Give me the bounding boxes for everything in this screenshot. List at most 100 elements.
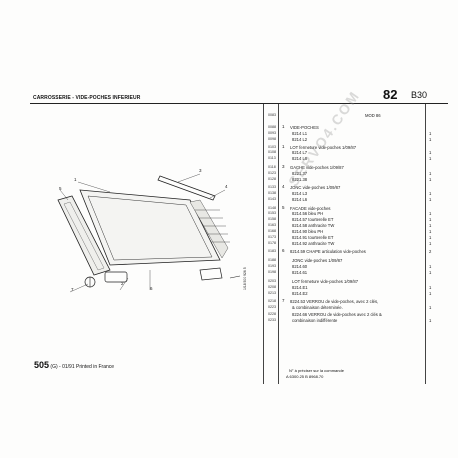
row-ref-number: 0178 <box>268 241 276 245</box>
row-ref-number: 0223 <box>268 305 276 309</box>
exploded-glovebox-drawing <box>57 173 241 293</box>
row-description: VIDE-POCHES <box>290 125 319 130</box>
row-ref-number: 0168 <box>268 229 276 233</box>
row-ref-number: 0198 <box>268 270 276 274</box>
row-quantity: 1 <box>429 191 432 196</box>
row-quantity: 1 <box>429 235 432 240</box>
row-description: 8214.92 anthracite TW <box>292 241 335 246</box>
row-ref-number: 0153 <box>268 211 276 215</box>
row-quantity: 1 <box>429 305 432 310</box>
page-code: B30 <box>411 90 428 100</box>
row-item-number: 3 <box>282 164 285 169</box>
row-description: 8214 L6 <box>292 197 308 202</box>
callout-2: 2 <box>121 281 124 286</box>
row-ref-number: 0093 <box>268 131 276 135</box>
row-description: 8214 L2 <box>292 137 308 142</box>
order-ref: A 6300.25 B 8968.70 <box>286 374 324 379</box>
row-ref-number: 0088 <box>268 125 276 129</box>
callout-4: 4 <box>225 184 228 189</box>
row-quantity: 1 <box>429 131 432 136</box>
row-description: MOD 86 <box>365 113 381 118</box>
row-ref-number: 0143 <box>268 197 276 201</box>
row-ref-number: 0128 <box>268 177 276 181</box>
row-quantity: 1 <box>429 223 432 228</box>
drawing-latch <box>199 267 223 281</box>
row-ref-number: 0118 <box>268 165 276 169</box>
row-quantity: 1 <box>429 318 432 323</box>
row-item-number: 1 <box>282 144 285 149</box>
row-ref-number: 0233 <box>268 318 276 322</box>
drawing-rib-panel <box>189 199 230 259</box>
order-note: N° à préciser sur la commande <box>289 368 344 373</box>
drawing-lock <box>104 271 128 283</box>
row-ref-number: 0103 <box>268 145 276 149</box>
row-description: 8214 L3 <box>292 191 308 196</box>
drawing-hinge-rail <box>157 175 216 201</box>
row-ref-number: 0193 <box>268 264 276 268</box>
row-quantity: 2 <box>429 249 432 254</box>
vertical-code: 1/18 500 926 5 <box>243 267 247 290</box>
row-ref-number: 0158 <box>268 217 276 221</box>
row-quantity: 1 <box>429 150 432 155</box>
column-divider-mid <box>278 104 279 384</box>
row-description: 8214.61 <box>292 270 308 275</box>
row-quantity: 1 <box>429 171 432 176</box>
callout-7: 7 <box>71 287 74 292</box>
row-description: & combinaison déterminée. <box>292 305 343 310</box>
row-description: LOT fermeture vide-poches 1/09/87 <box>292 279 359 284</box>
row-description: 8214.57 tourterelle ET <box>292 217 334 222</box>
row-ref-number: 0163 <box>268 223 276 227</box>
row-description: 8214.90 bleu PH <box>292 229 324 234</box>
row-description: 8214.E1 <box>292 285 308 290</box>
header-rule <box>30 103 448 104</box>
row-quantity: 1 <box>429 270 432 275</box>
row-ref-number: 0188 <box>268 258 276 262</box>
row-ref-number: 0148 <box>268 206 276 210</box>
row-ref-number: 0208 <box>268 285 276 289</box>
row-ref-number: 0213 <box>268 291 276 295</box>
row-quantity: 1 <box>429 211 432 216</box>
row-quantity: 1 <box>429 264 432 269</box>
row-item-number: 6 <box>282 248 285 253</box>
row-description: JONC vide-poches 1/09/87 <box>292 258 343 263</box>
row-ref-number: 0123 <box>268 171 276 175</box>
callout-1: 1 <box>74 177 77 182</box>
row-description: 8214.56 bleu PH <box>292 211 324 216</box>
row-ref-number: 0133 <box>268 185 276 189</box>
page-footer: 505 (G) - 01/91 Printed in France <box>34 360 114 370</box>
row-description: 8224.53 VERROU de vide-poches, avec 2 cl… <box>290 299 379 304</box>
row-quantity: 1 <box>429 291 432 296</box>
row-description: 8221.38 <box>292 177 308 182</box>
column-divider-left <box>263 104 264 384</box>
row-quantity: 1 <box>429 229 432 234</box>
row-description: 8214 L7 <box>292 150 308 155</box>
row-quantity: 1 <box>429 156 432 161</box>
row-ref-number: 0108 <box>268 150 276 154</box>
row-ref-number: 0083 <box>268 113 276 117</box>
column-divider-right <box>425 104 426 384</box>
row-description: 8214.E2 <box>292 291 308 296</box>
row-item-number: 5 <box>282 205 285 210</box>
row-description: 8214 L8 <box>292 156 308 161</box>
row-item-number: 7 <box>282 298 285 303</box>
row-quantity: 1 <box>429 285 432 290</box>
row-description: LOT fermeture vide-poches 1/09/87 <box>290 145 357 150</box>
row-description: 8214.59 CHAPE articulation vide-poches <box>290 249 366 254</box>
row-description: 8214.58 anthracite TW <box>292 223 335 228</box>
row-item-number: 1 <box>282 124 285 129</box>
row-ref-number: 0218 <box>268 299 276 303</box>
row-ref-number: 0228 <box>268 312 276 316</box>
drawing-box-body <box>79 189 221 266</box>
row-description: GACHE vide-poches 1/09/87 <box>290 165 344 170</box>
row-description: FACADE vide-poches <box>290 206 331 211</box>
row-description: combinaison indifférente <box>292 318 338 323</box>
row-quantity: 1 <box>429 137 432 142</box>
page-number: 82 <box>383 87 398 102</box>
row-description: 8214.60 <box>292 264 308 269</box>
row-quantity: 1 <box>429 197 432 202</box>
row-ref-number: 0113 <box>268 156 276 160</box>
row-ref-number: 0173 <box>268 235 276 239</box>
row-quantity: 1 <box>429 241 432 246</box>
row-ref-number: 0203 <box>268 279 276 283</box>
